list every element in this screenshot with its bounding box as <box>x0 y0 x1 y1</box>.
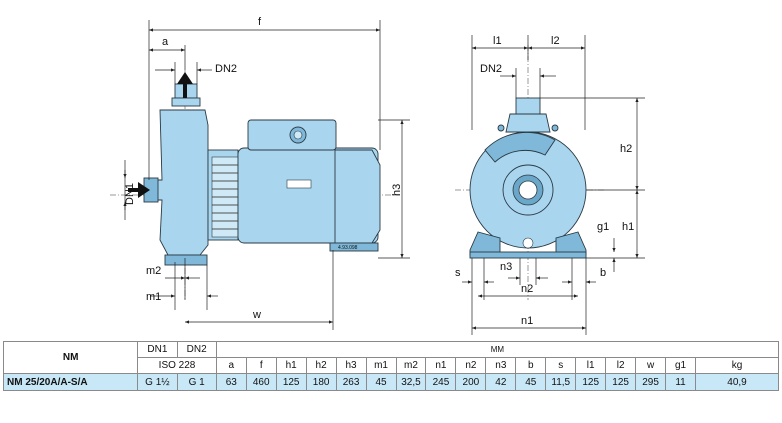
value-cell-n3: 42 <box>485 373 517 391</box>
column-header-h1: h1 <box>275 357 307 374</box>
value-cell-kg: 40,9 <box>695 373 779 391</box>
dim-label-dn2-front: DN2 <box>480 63 502 75</box>
dn2-header: DN2 <box>176 341 217 358</box>
dim-label-b: b <box>600 267 606 279</box>
model-cell: NM 25/20A/A-S/A <box>2 373 139 391</box>
dim-label-h2: h2 <box>620 143 632 155</box>
value-cell-m2: 32,5 <box>395 373 427 391</box>
value-cell-h1: 125 <box>275 373 307 391</box>
value-cell-w: 295 <box>635 373 667 391</box>
model-header: NM <box>2 341 139 374</box>
dim-label-n3: n3 <box>500 261 512 273</box>
pump-front-view: l1 l2 DN2 h2 h1 g1 s n3 <box>455 35 645 335</box>
column-header-m1: m1 <box>365 357 397 374</box>
value-cell-s: 11,5 <box>545 373 577 391</box>
column-header-h3: h3 <box>335 357 367 374</box>
value-cell-a: 63 <box>215 373 247 391</box>
value-cell-h2: 180 <box>305 373 337 391</box>
column-header-l1: l1 <box>575 357 607 374</box>
column-header-n1: n1 <box>425 357 457 374</box>
dim-label-h3: h3 <box>391 184 403 196</box>
column-header-n2: n2 <box>455 357 487 374</box>
dim-label-n1: n1 <box>521 315 533 327</box>
dim-label-a: a <box>162 36 169 48</box>
dim-label-n2: n2 <box>521 283 533 295</box>
column-header-f: f <box>245 357 277 374</box>
unit-header: MM <box>215 341 780 358</box>
pump-dimension-drawing: 4.93.098 f a DN2 DN1 h3 <box>110 16 645 335</box>
dim-label-f: f <box>258 16 262 28</box>
dn1-cell: G 1½ <box>137 373 178 391</box>
dn1-header: DN1 <box>137 341 178 358</box>
value-cell-g1: 11 <box>665 373 697 391</box>
dim-label-s: s <box>455 267 461 279</box>
nameplate-code: 4.93.098 <box>338 245 358 251</box>
column-header-s: s <box>545 357 577 374</box>
dim-label-w: w <box>252 309 261 321</box>
dim-label-l2: l2 <box>551 35 560 47</box>
value-cell-n2: 200 <box>455 373 487 391</box>
column-header-kg: kg <box>695 357 779 374</box>
pump-side-view: 4.93.098 f a DN2 DN1 h3 <box>110 16 410 330</box>
value-cell-m1: 45 <box>365 373 397 391</box>
value-cell-h3: 263 <box>335 373 367 391</box>
value-cell-l1: 125 <box>575 373 607 391</box>
column-header-b: b <box>515 357 547 374</box>
dim-label-g1: g1 <box>597 221 609 233</box>
column-header-w: w <box>635 357 667 374</box>
column-header-a: a <box>215 357 247 374</box>
dim-label-h1: h1 <box>622 221 634 233</box>
standard-label: ISO 228 <box>137 357 217 374</box>
column-header-g1: g1 <box>665 357 697 374</box>
dim-label-dn1: DN1 <box>124 183 136 205</box>
column-header-l2: l2 <box>605 357 637 374</box>
value-cell-f: 460 <box>245 373 277 391</box>
column-header-m2: m2 <box>395 357 427 374</box>
column-header-h2: h2 <box>305 357 337 374</box>
dim-label-l1: l1 <box>493 35 502 47</box>
value-cell-b: 45 <box>515 373 547 391</box>
value-cell-n1: 245 <box>425 373 457 391</box>
value-cell-l2: 125 <box>605 373 637 391</box>
dim-label-m2: m2 <box>146 265 161 277</box>
motor-fins <box>211 156 239 238</box>
column-header-n3: n3 <box>485 357 517 374</box>
dn2-cell: G 1 <box>176 373 217 391</box>
dim-label-m1: m1 <box>146 291 161 303</box>
dim-label-dn2-side: DN2 <box>215 63 237 75</box>
